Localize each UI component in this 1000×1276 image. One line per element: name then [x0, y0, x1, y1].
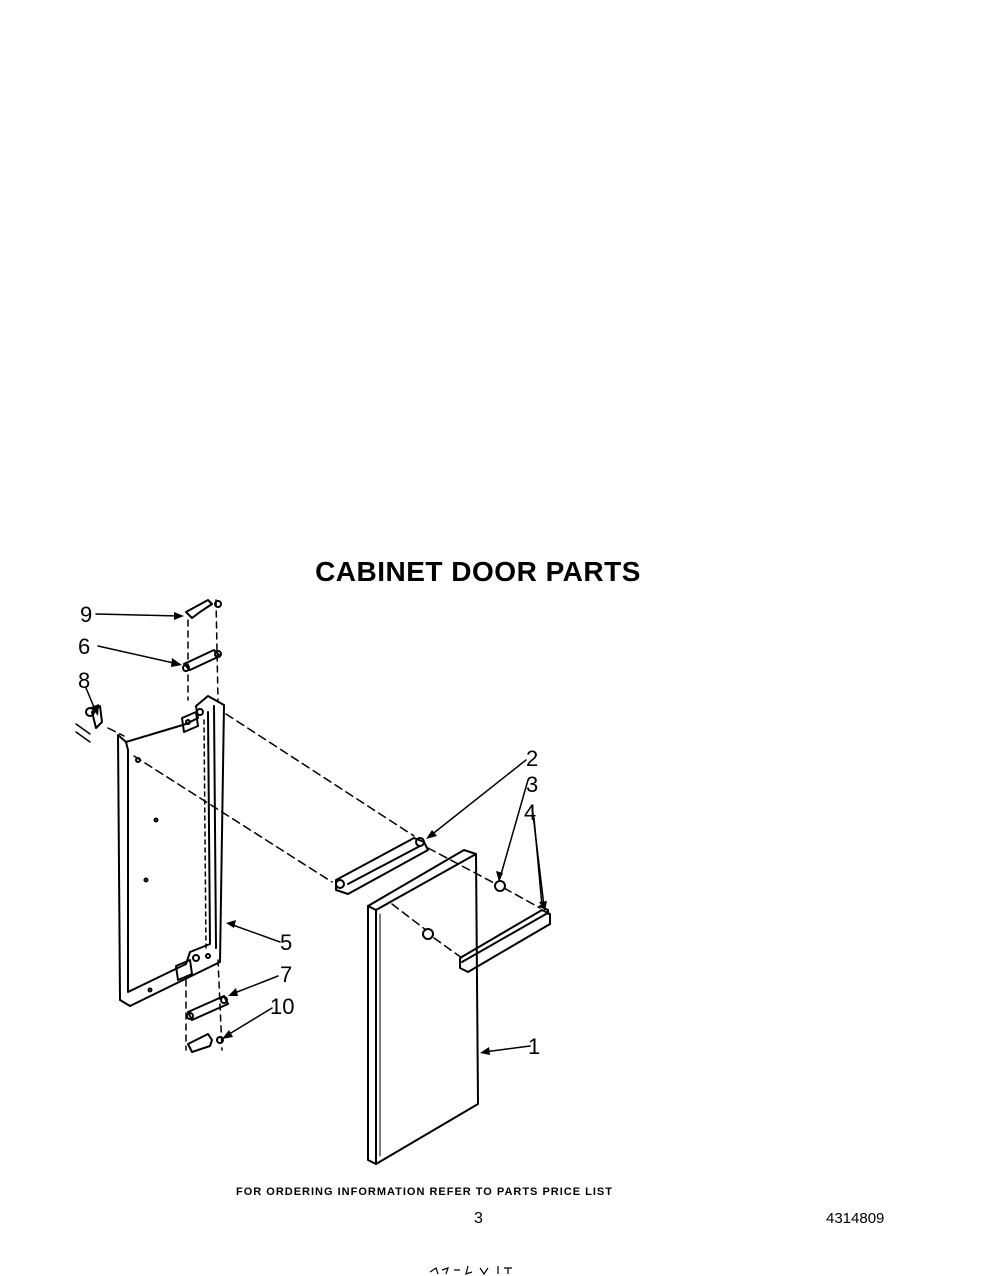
bottom-hinge-plate	[186, 995, 229, 1021]
page-title: CABINET DOOR PARTS	[315, 556, 641, 587]
callout-2: 2	[526, 746, 538, 771]
callout-7: 7	[280, 962, 292, 987]
bottom-hinge-bracket	[187, 1033, 224, 1053]
callout-3: 3	[526, 772, 538, 797]
handle-bracket	[335, 837, 429, 895]
callout-9: 9	[80, 602, 92, 627]
page-number: 3	[474, 1210, 483, 1227]
inner-door-frame	[117, 695, 225, 1007]
callout-6: 6	[78, 634, 90, 659]
screw	[422, 880, 506, 940]
callout-1: 1	[528, 1034, 540, 1059]
exploded-parts-diagram: 9 6 8 2 3 4 5 7 10 1	[75, 599, 551, 1165]
callout-5: 5	[280, 930, 292, 955]
callout-4: 4	[524, 800, 536, 825]
ordering-note: FOR ORDERING INFORMATION REFER TO PARTS …	[236, 1186, 613, 1198]
callout-8: 8	[78, 668, 90, 693]
hinge-axis-line	[215, 599, 223, 1051]
top-hinge-bracket	[185, 599, 222, 619]
handwritten-mark	[429, 1265, 512, 1276]
hinge-axis-line	[185, 619, 189, 1051]
door-handle	[459, 905, 551, 973]
callout-10: 10	[270, 994, 294, 1019]
document-number: 4314809	[826, 1210, 885, 1227]
leader-arrowheads	[91, 612, 547, 1055]
assembly-lines	[107, 713, 541, 959]
leader-lines	[85, 613, 545, 1053]
outer-door-panel	[367, 849, 479, 1165]
